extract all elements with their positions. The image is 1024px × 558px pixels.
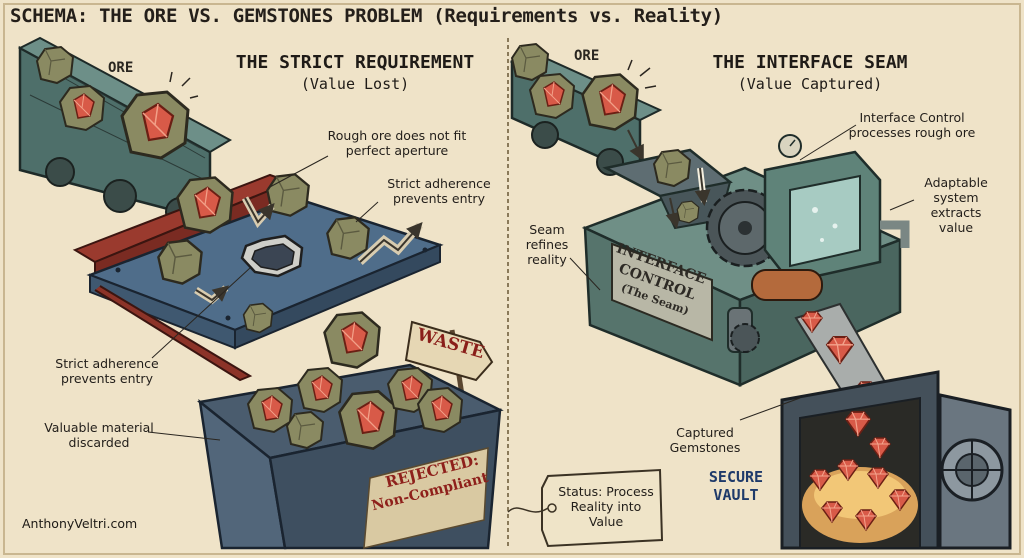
callout-captured-gemstones: Captured Gemstones: [669, 425, 741, 455]
callout-strict-adherence-top: Strict adherence prevents entry: [387, 176, 491, 206]
left-ore-label: ORE: [108, 60, 134, 76]
callout-valuable-discarded: Valuable material discarded: [44, 420, 154, 450]
right-ore-label: ORE: [574, 48, 600, 64]
right-panel-heading: THE INTERFACE SEAM: [712, 52, 908, 73]
site-credit: AnthonyVeltri.com: [22, 516, 138, 531]
ore-rock: [120, 90, 190, 160]
ore-rock: [59, 85, 105, 131]
right-panel-subheading: (Value Captured): [737, 75, 883, 93]
ore-rock: [653, 149, 691, 187]
ore-rock: [247, 387, 293, 433]
ore-rock: [323, 311, 381, 369]
callout-rough-ore: Rough ore does not fit perfect aperture: [327, 128, 467, 158]
callout-seam-refines: Seam refines reality: [525, 222, 569, 267]
status-tag-text: Status: Process Reality into Value: [558, 484, 654, 529]
ore-rock: [326, 216, 370, 260]
ore-rock: [36, 46, 74, 84]
ore-rock: [286, 411, 324, 449]
waste-sign: [404, 320, 494, 396]
ore-rock: [581, 73, 639, 131]
vault-label: SECURE VAULT: [708, 468, 764, 504]
callout-adaptable-system: Adaptable system extracts value: [924, 175, 988, 235]
ore-rock: [511, 43, 549, 81]
callout-interface-control: Interface Control processes rough ore: [848, 110, 976, 140]
ore-rock: [176, 176, 234, 234]
callout-strict-adherence-left: Strict adherence prevents entry: [55, 356, 159, 386]
secure-vault: [780, 370, 1012, 550]
ore-rock: [297, 367, 343, 413]
ore-rock: [529, 73, 575, 119]
left-panel-subheading: (Value Lost): [300, 75, 410, 93]
status-tag: [507, 468, 664, 548]
interface-machine: [581, 134, 910, 398]
ore-rock: [157, 239, 203, 285]
left-panel-heading: THE STRICT REQUIREMENT: [235, 52, 475, 73]
ore-rock: [338, 390, 398, 450]
diagram-title: SCHEMA: THE ORE VS. GEMSTONES PROBLEM (R…: [10, 5, 723, 27]
ore-rock: [676, 200, 700, 224]
ore-rock: [242, 302, 274, 334]
ore-rock: [417, 387, 463, 433]
